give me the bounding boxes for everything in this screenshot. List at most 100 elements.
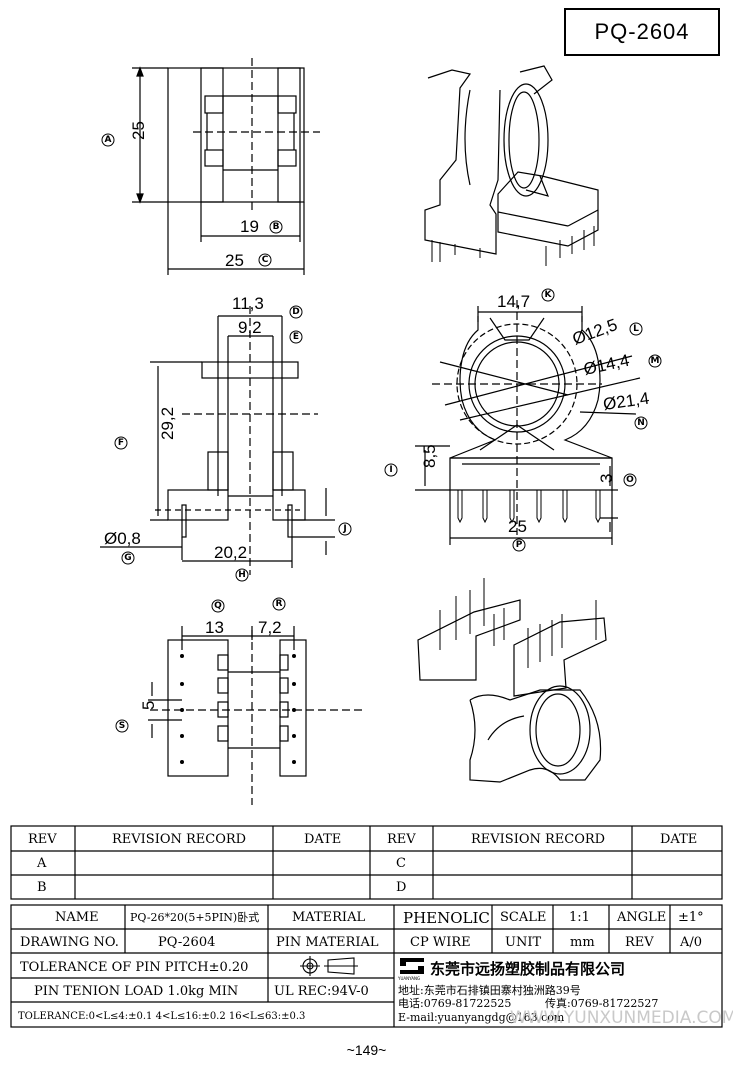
dim-top-inner-width: 19 — [240, 217, 259, 236]
callout-letter-n: N — [637, 418, 645, 428]
callout-letter-j: J — [342, 524, 346, 534]
watermark: WWW.YUNXUNMEDIA.COM — [510, 1008, 733, 1028]
dim-side-base-width: 20,2 — [214, 543, 247, 562]
dim-front-d3: Ø21,4 — [602, 389, 651, 414]
side-view — [100, 306, 335, 575]
callout-letter-d: D — [292, 307, 299, 317]
callout-letter-a: A — [105, 135, 112, 145]
dim-front-d2: Ø14,4 — [582, 351, 631, 379]
drawing-title: PQ-2604 — [564, 8, 720, 56]
callout-letter-c: C — [262, 255, 269, 265]
callout-m — [648, 354, 662, 368]
callout-k — [541, 288, 555, 302]
dim-top-height: 25 — [129, 121, 148, 140]
callout-letter-i: I — [389, 465, 392, 475]
title-block-text: NAME PQ-26*20(5+5PIN)卧式 MATERIAL PHENOLI… — [18, 909, 733, 1028]
callout-a — [101, 133, 115, 147]
callout-letter-q: Q — [214, 601, 222, 611]
record-header-left: REVISION RECORD — [112, 832, 246, 847]
top-view — [132, 58, 320, 275]
callout-letter-h: H — [238, 570, 246, 580]
company-address: 地址:东莞市石排镇田寨村独洲路39号 — [398, 983, 581, 997]
revision-table — [10, 825, 723, 900]
rev-header-right: REV — [387, 832, 416, 847]
dim-front-base-width: 25 — [508, 517, 527, 536]
callout-letter-s: S — [119, 721, 125, 731]
rev-header-left: REV — [28, 832, 57, 847]
callout-letter-g: G — [124, 553, 131, 563]
callout-b — [269, 220, 283, 234]
page-number: ~149~ — [346, 1042, 387, 1058]
date-header-right: DATE — [660, 832, 697, 847]
company-brand: YUANYANG — [397, 976, 420, 981]
material-label: MATERIAL — [292, 910, 365, 925]
scale-value: 1:1 — [569, 910, 590, 925]
callout-letter-b: B — [273, 222, 280, 232]
pin-material-label: PIN MATERIAL — [276, 935, 379, 950]
dim-front-d1: Ø12,5 — [570, 315, 620, 349]
unit-value: mm — [570, 935, 595, 950]
iso-view-top — [424, 65, 599, 266]
dim-front-base-height: 8,5 — [420, 444, 439, 468]
callout-f — [114, 436, 128, 450]
rev-row-d: D — [396, 880, 406, 895]
callout-letter-f: F — [118, 438, 124, 448]
dim-side-height: 29,2 — [158, 407, 177, 440]
rev-value: A/0 — [679, 935, 702, 950]
dim-top-outer-width: 25 — [225, 251, 244, 270]
record-header-right: REVISION RECORD — [471, 832, 605, 847]
dim-side-top-width: 11,3 — [232, 294, 264, 313]
name-label: NAME — [55, 910, 99, 925]
pin-tension: PIN TENION LOAD 1.0kg MIN — [34, 984, 238, 999]
callout-g — [121, 551, 135, 565]
rev-label: REV — [625, 935, 654, 950]
front-view — [415, 300, 641, 545]
callout-letter-p: P — [516, 540, 523, 550]
callout-q — [211, 599, 225, 613]
drawing-no-label: DRAWING NO. — [20, 935, 119, 950]
rev-row-a: A — [36, 856, 47, 871]
callout-c — [258, 253, 272, 267]
callout-n — [634, 416, 648, 430]
dim-front-width: 14,7 — [497, 292, 530, 311]
iso-view-bottom — [417, 578, 607, 783]
pin-material-value: CP WIRE — [410, 935, 471, 950]
callout-s — [115, 719, 129, 733]
callout-letters: A B C D E F G H J K L M N I O P Q R S — [105, 135, 660, 731]
material-value: PHENOLIC — [403, 909, 490, 927]
bottom-view — [148, 626, 365, 805]
callout-letter-r: R — [276, 599, 283, 609]
callout-h — [235, 568, 249, 582]
tolerance-ranges: TOLERANCE:0<L≤4:±0.1 4<L≤16:±0.2 16<L≤63… — [18, 1011, 305, 1022]
callout-letter-e: E — [293, 332, 299, 342]
callout-e — [289, 330, 303, 344]
company-fax: 传真:0769-81722527 — [545, 996, 658, 1010]
dim-side-inner-top: 9,2 — [238, 318, 262, 337]
callout-p — [512, 538, 526, 552]
dim-bottom-pitch: 5 — [139, 701, 158, 710]
tolerance-pitch: TOLERANCE OF PIN PITCH±0.20 — [20, 960, 248, 975]
date-header-left: DATE — [304, 832, 341, 847]
company-name: 东莞市远扬塑胶制品有限公司 — [430, 960, 625, 978]
dim-bottom-row-spacing: 13 — [205, 618, 224, 637]
unit-label: UNIT — [505, 935, 541, 950]
company-phone: 电话:0769-81722525 — [398, 997, 511, 1010]
scale-label: SCALE — [500, 910, 546, 925]
dim-front-pin-len: 3 — [597, 474, 616, 483]
callout-d — [289, 305, 303, 319]
company-email: E-mail:yuanyangdg@163.com — [398, 1011, 565, 1024]
dimension-labels: 25 19 25 11,3 9,2 29,2 Ø0,8 20,2 14,7 Ø1… — [104, 121, 650, 710]
ul-rec: UL REC:94V-0 — [274, 984, 369, 999]
callout-i — [384, 463, 398, 477]
name-value: PQ-26*20(5+5PIN)卧式 — [130, 911, 259, 924]
callout-l — [629, 322, 643, 336]
angle-label: ANGLE — [616, 910, 666, 925]
drawing-no-value: PQ-2604 — [158, 935, 215, 950]
rev-row-b: B — [37, 880, 47, 895]
rev-row-c: C — [396, 856, 406, 871]
projection-symbol-icon — [300, 956, 358, 976]
dim-bottom-offset: 7,2 — [258, 618, 282, 637]
callout-r — [272, 597, 286, 611]
company-logo-icon — [400, 958, 424, 974]
